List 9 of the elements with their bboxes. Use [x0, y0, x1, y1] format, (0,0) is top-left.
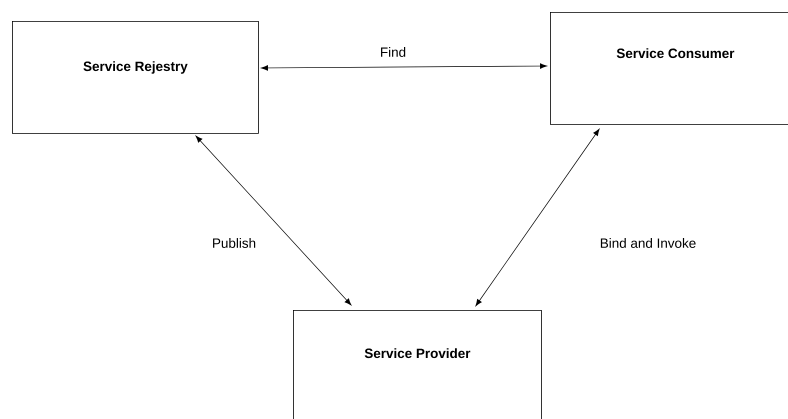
edge-label: Publish — [210, 237, 258, 249]
arrow — [196, 136, 352, 306]
arrow — [261, 63, 547, 71]
service-box: Service Rejestry — [12, 21, 259, 134]
edge-label: Bind and Invoke — [598, 237, 698, 249]
arrow — [475, 128, 600, 306]
service-box: Service Provider — [293, 310, 542, 419]
edge-label: Find — [378, 46, 408, 58]
service-box: Service Consumer — [550, 12, 788, 125]
